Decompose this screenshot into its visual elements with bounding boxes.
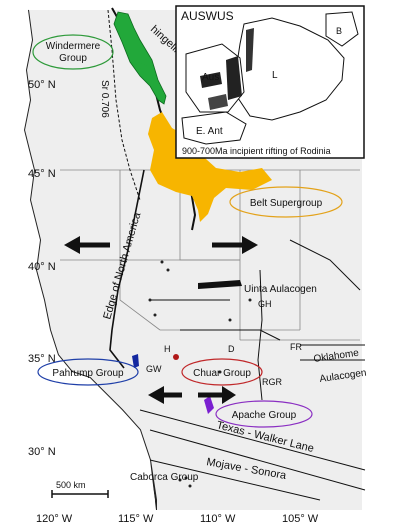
- scale-label: 500 km: [56, 480, 86, 490]
- uinta-aulacogen: [198, 280, 242, 289]
- inset-b-label: B: [336, 26, 342, 36]
- mojave-sonora-line: [149, 459, 321, 501]
- apache-label: Apache Group: [232, 410, 297, 421]
- edge-of-north-america-trace: [109, 169, 145, 369]
- sr-line-trace: [107, 9, 141, 201]
- lat-50: 50° N: [28, 79, 56, 91]
- inset-l-label: L: [272, 70, 278, 81]
- legend-belt: Belt Supergroup: [229, 186, 343, 218]
- rgr-label: RGR: [262, 377, 283, 387]
- belt-label: Belt Supergroup: [250, 198, 323, 209]
- inset-map: AUSWUS Aus L E. Ant B 900-700Ma incipien…: [175, 5, 365, 159]
- legend-chuar: Chuar Group: [181, 358, 263, 386]
- legend-apache: Apache Group: [215, 400, 313, 428]
- chuar-label: Chuar Group: [193, 368, 251, 379]
- rgr-line: [257, 269, 263, 401]
- apache-outcrop: [204, 396, 214, 414]
- inset-eant-label: E. Ant: [196, 126, 223, 137]
- fr-label: FR: [290, 342, 302, 352]
- chuar-outcrop: [173, 354, 179, 360]
- inset-baltica: [325, 11, 359, 47]
- lon-105: 105° W: [282, 513, 319, 525]
- scale-bar: 500 km: [51, 480, 109, 498]
- lat-45: 45° N: [28, 168, 56, 180]
- lat-35: 35° N: [28, 353, 56, 365]
- lat-40: 40° N: [28, 261, 56, 273]
- caborca-label: Caborca Group: [130, 472, 199, 483]
- inset-antarctica: [181, 111, 247, 145]
- h-label: H: [164, 344, 171, 354]
- texas-walker-line: [149, 429, 366, 491]
- gh-label: GH: [258, 299, 272, 309]
- fault-line: [180, 329, 281, 341]
- uinta-label: Uinta Aulacogen: [244, 284, 317, 295]
- gw-label: GW: [146, 364, 162, 374]
- windermere-label-line2: Group: [59, 53, 87, 64]
- lon-120: 120° W: [36, 513, 73, 525]
- windermere-label-line1: Windermere: [46, 41, 101, 52]
- pahrump-label: Pahrump Group: [52, 368, 124, 379]
- inset-aus-label: Aus: [202, 72, 219, 83]
- d-label: D: [228, 344, 235, 354]
- lon-110: 110° W: [200, 513, 236, 525]
- extension-arrows: [64, 236, 258, 404]
- pahrump-outcrop: [132, 354, 139, 368]
- oklahoma-aulacogen-lines: [300, 344, 365, 361]
- fault-line: [289, 239, 361, 291]
- lon-115: 115° W: [118, 513, 154, 525]
- sr-line-label: Sr 0.706: [99, 80, 110, 118]
- legend-windermere: Windermere Group: [32, 34, 114, 70]
- inset-caption: 900-700Ma incipient rifting of Rodinia: [182, 146, 331, 156]
- legend-pahrump: Pahrump Group: [37, 358, 139, 386]
- inset-title: AUSWUS: [181, 9, 234, 23]
- windermere-outcrop: [113, 11, 167, 105]
- texas-walker-line: [139, 409, 366, 471]
- lat-30: 30° N: [28, 446, 56, 458]
